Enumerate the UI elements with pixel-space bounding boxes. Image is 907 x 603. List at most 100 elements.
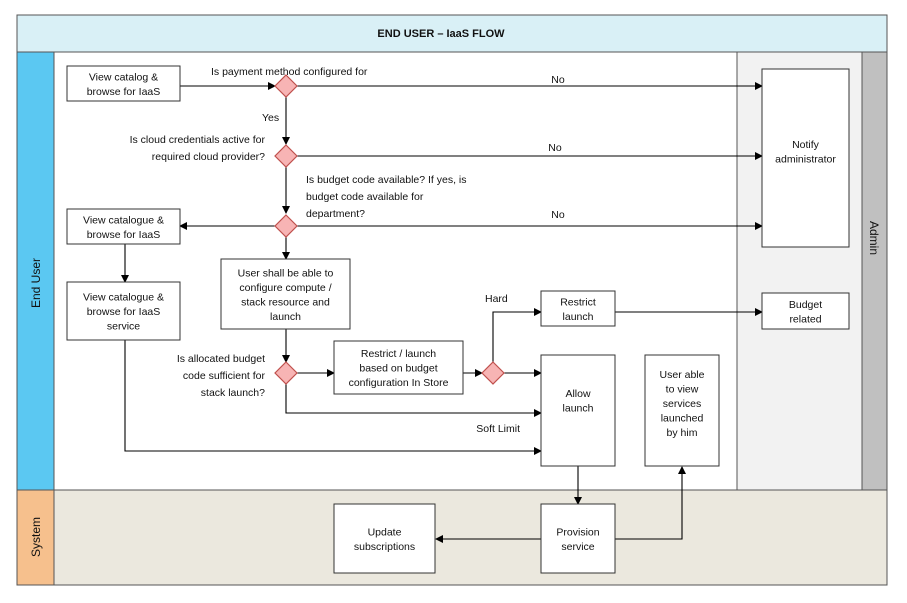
configure-launch-box-text-line: stack resource and [241,296,330,308]
user-view-services-box-text-line: by him [667,427,698,439]
view-catalog-box: View catalog & browse for IaaS [66,65,181,102]
view-catalogue-box-text-line: browse for IaaS [87,229,161,241]
question-allocated-budget-line: stack launch? [201,387,265,399]
notify-administrator-box-shape [761,68,850,248]
user-view-services-box-text-line: launched [661,413,704,425]
view-catalogue-service-box-text-line: service [107,321,140,333]
configure-launch-box-shape [220,258,351,330]
admin-lane-header [861,51,888,491]
restrict-launch-store-box: Restrict / launch based on budget configur… [333,340,464,395]
restrict-launch-box-text-line: Restrict [560,296,596,308]
user-view-services-box-text-line: services [663,398,702,410]
system-lane-label: System [29,517,43,557]
view-catalog-box-text: View catalog & browse for IaaS [87,71,161,98]
label-no-payment: No [551,74,565,86]
label-soft-limit-line: Soft Limit [476,423,520,435]
notify-administrator-box-text-line: administrator [775,154,836,166]
view-catalogue-box: View catalogue & browse for IaaS [66,208,181,245]
view-catalogue-box-shape [66,208,181,245]
provision-service-box-shape [540,503,616,574]
restrict-launch-box: Restrict launch [540,290,616,327]
end-user-lane-header [16,51,55,491]
label-yes: Yes [262,112,279,124]
label-no-budget-code-line: No [551,209,565,221]
budget-related-box-shape [761,292,850,330]
update-subscriptions-box-text: Update subscriptions [354,526,415,553]
question-payment-method-line: Is payment method configured for [211,66,368,78]
question-budget-code-line: budget code available for [306,191,424,203]
credentials-decision [274,144,298,168]
allow-launch-box-text-line: Allow [565,388,591,400]
system-area [53,489,888,586]
allow-launch-box-text-line: launch [563,403,594,415]
view-catalogue-service-box-text: View catalogue & browse for IaaS service [83,292,164,333]
edge-labels: Is payment method configured for Is cloud… [130,66,565,435]
update-subscriptions-box: Update subscriptions [333,503,436,574]
configure-launch-box-text-line: User shall be able to [238,267,334,279]
edges [121,82,763,543]
label-no-credentials-line: No [548,142,562,154]
allocated-budget-decision [274,361,298,385]
diagram-title: END USER – IaaS FLOW [377,28,505,40]
update-subscriptions-box-shape [333,503,436,574]
end-user-lane-label: End User [29,258,43,308]
provision-service-box-text-line: Provision [556,526,599,538]
question-budget-code-line: department? [306,208,365,220]
label-yes-line: Yes [262,112,279,124]
payment-decision [274,74,298,98]
provision-service-box-text-line: service [561,541,594,553]
provision-service-box: Provision service [540,503,616,574]
label-no-payment-line: No [551,74,565,86]
view-catalog-box-text-line: View catalog & [89,71,158,83]
allow-launch-box-text: Allow launch [563,388,594,415]
configure-launch-box-text: User shall be able to configure compute /… [238,267,334,323]
notify-administrator-box-text: Notify administrator [775,139,836,166]
user-view-services-box-text-line: to view [666,384,699,396]
label-no-budget-code: No [551,209,565,221]
restrict-launch-store-box-text-line: configuration In Store [349,377,449,389]
view-catalogue-service-box: View catalogue & browse for IaaS service [66,281,181,341]
edge-allocated-soft-limit [285,384,542,417]
restrict-launch-box-text-line: launch [563,311,594,323]
view-catalogue-service-box-text-line: View catalogue & [83,292,164,304]
provision-service-box-text: Provision service [556,526,599,553]
restrict-launch-store-box-text-line: Restrict / launch [361,348,436,360]
update-subscriptions-box-text-line: Update [368,526,402,538]
update-subscriptions-box-text-line: subscriptions [354,541,415,553]
budget-related-box-text-line: Budget [789,299,822,311]
view-catalogue-box-text-line: View catalogue & [83,214,164,226]
budget-related-box-text-line: related [789,313,821,325]
question-allocated-budget-line: code sufficient for [183,370,266,382]
budget-related-box: Budget related [761,292,850,330]
restrict-launch-store-box-shape [333,340,464,395]
question-payment-method: Is payment method configured for [211,66,368,78]
budget-related-box-text: Budget related [789,299,822,326]
view-catalogue-service-box-text-line: browse for IaaS [87,306,161,318]
view-catalog-box-shape [66,65,181,102]
decisions [274,74,505,385]
configure-launch-box: User shall be able to configure compute /… [220,258,351,330]
question-allocated-budget-line: Is allocated budget [177,353,265,365]
view-catalogue-service-box-shape [66,281,181,341]
edge-decision-hard [492,308,542,362]
restrict-launch-store-box-text-line: based on budget [359,363,437,375]
notify-administrator-box-text-line: Notify [792,139,820,151]
label-soft-limit: Soft Limit [476,423,520,435]
restrict-launch-box-shape [540,290,616,327]
user-view-services-box-shape [644,354,720,467]
label-hard: Hard [485,293,508,305]
restrict-launch-box-text: Restrict launch [560,296,596,323]
label-hard-line: Hard [485,293,508,305]
edge-provision-to-user-view [615,466,686,540]
notify-administrator-box: Notify administrator [761,68,850,248]
configure-launch-box-text-line: configure compute / [239,282,331,294]
question-allocated-budget: Is allocated budget code sufficient for st… [177,353,266,399]
view-catalogue-box-text: View catalogue & browse for IaaS [83,214,164,241]
view-catalog-box-text-line: browse for IaaS [87,86,161,98]
